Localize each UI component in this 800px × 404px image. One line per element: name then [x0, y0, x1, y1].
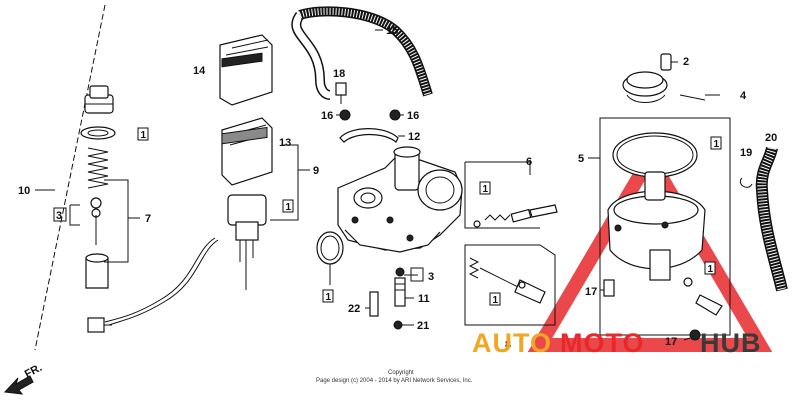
- vent-hose: [291, 6, 433, 100]
- callout-4: 4: [740, 90, 747, 102]
- boxed-label-2: 1: [282, 199, 294, 213]
- screw-right: [389, 109, 401, 121]
- svg-text:1: 1: [326, 292, 332, 303]
- piston-valve: [85, 253, 109, 289]
- callout-5: 5: [578, 153, 584, 165]
- boxed-label-4: 1: [479, 181, 491, 195]
- float-chamber: [607, 171, 706, 281]
- callout-8: 8: [505, 339, 511, 351]
- callout-2: 2: [683, 56, 689, 68]
- drain-hose: [755, 146, 788, 292]
- connector: [87, 317, 105, 333]
- svg-text:1: 1: [493, 295, 499, 306]
- svg-text:1: 1: [286, 202, 292, 213]
- callout-15: 15: [386, 25, 398, 37]
- needle-jet: [365, 291, 379, 317]
- boxed-label-1: 1: [137, 127, 149, 141]
- hose-clamp: [739, 177, 753, 188]
- float-valve: [683, 277, 723, 316]
- choke-cap: [84, 85, 114, 114]
- svg-text:1: 1: [708, 264, 714, 275]
- callout-6: 6: [526, 156, 532, 168]
- callout-12: 12: [408, 131, 420, 143]
- callout-17-a: 17: [585, 286, 597, 298]
- carburetor-body: [337, 146, 463, 253]
- retaining-plate: [339, 128, 399, 143]
- svg-text:MOTO: MOTO: [560, 328, 645, 358]
- callout-7: 7: [145, 213, 151, 225]
- callout-3-left: 3: [56, 210, 62, 222]
- svg-text:HUB: HUB: [700, 328, 762, 358]
- boxed-label-7: 1: [704, 261, 716, 275]
- auto-choke-unit: [227, 194, 267, 290]
- callout-18: 18: [333, 68, 345, 80]
- copyright-notice: Page design (c) 2004 - 2014 by ARI Netwo…: [316, 378, 473, 384]
- watermark-logo: AUTO MOTO HUB: [472, 328, 762, 358]
- svg-text:AUTO: AUTO: [472, 328, 552, 358]
- drain-plug-17: [603, 279, 615, 297]
- boxed-label-6: 1: [710, 136, 722, 150]
- group-8-box: [464, 244, 556, 326]
- group-5-box: [588, 117, 731, 336]
- clip: [90, 197, 102, 209]
- thermostart-cover: [221, 117, 273, 186]
- callout-10: 10: [18, 185, 30, 197]
- top-cover: [219, 34, 273, 106]
- screw-17b: [689, 329, 701, 341]
- choke-spring: [87, 147, 109, 189]
- boxed-label-3: 1: [322, 289, 334, 303]
- group-6-box: [464, 161, 558, 229]
- left-group-boundary: [34, 4, 106, 351]
- callout-19: 19: [740, 147, 752, 159]
- watermark-triangle: [527, 144, 773, 352]
- callout-3-right: 3: [428, 271, 434, 283]
- copyright-title: Copyright: [388, 370, 414, 376]
- callout-13: 13: [279, 137, 291, 149]
- float-lid: [622, 71, 720, 103]
- callout-16-left: 16: [321, 110, 333, 122]
- callout-20: 20: [765, 132, 777, 144]
- main-jet-assembly: [394, 277, 414, 307]
- svg-text:1: 1: [141, 130, 147, 141]
- callout-9: 9: [313, 165, 319, 177]
- front-direction-arrow: [3, 375, 34, 395]
- callout-16-right: 16: [407, 110, 419, 122]
- svg-text:1: 1: [714, 139, 720, 150]
- callout-14: 14: [193, 65, 206, 77]
- front-direction-label: FR.: [23, 362, 44, 381]
- callout-17-b: 17: [665, 336, 677, 348]
- boxed-callout-3-frame-1: [53, 207, 67, 222]
- svg-text:1: 1: [483, 184, 489, 195]
- boxed-label-5: 1: [489, 292, 501, 306]
- boxed-callout-3-frame-2: [410, 267, 424, 282]
- callout-21: 21: [417, 320, 429, 332]
- screw-left: [339, 109, 351, 121]
- callout-11: 11: [418, 293, 430, 305]
- air-screw: [335, 82, 347, 104]
- bleed-screw: [660, 53, 678, 71]
- callout-22: 22: [348, 303, 360, 315]
- float-chamber-gasket: [612, 132, 698, 178]
- drain-screw: [393, 320, 403, 330]
- washer-ring: [80, 126, 116, 140]
